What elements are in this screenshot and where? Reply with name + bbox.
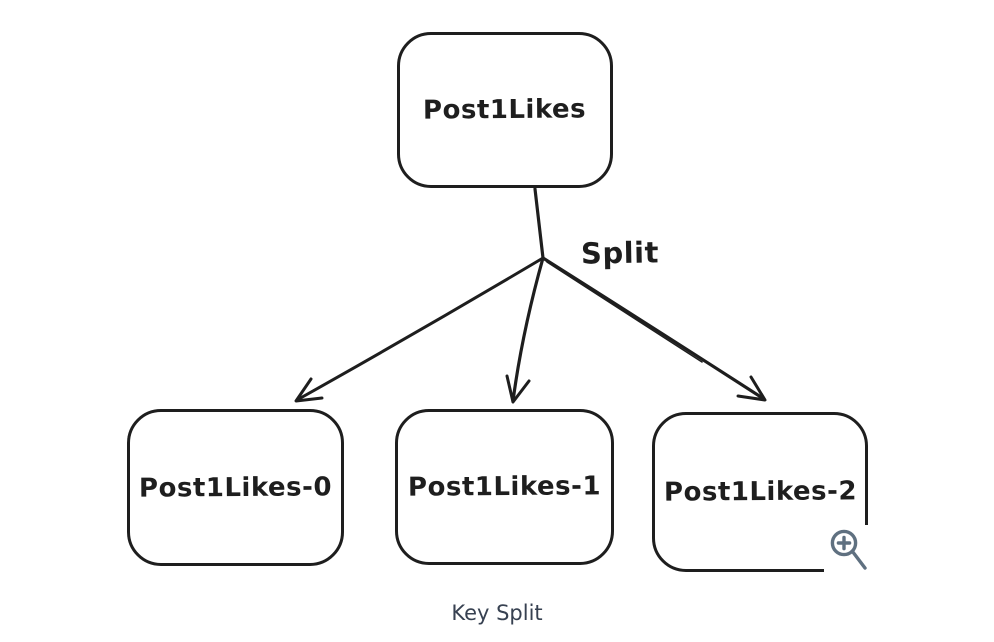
arrowhead-child2 (736, 375, 767, 402)
edge-split-to-child1 (511, 256, 545, 403)
node-child-0: Post1Likes-0 (127, 409, 344, 566)
edge-root-stem (533, 187, 545, 260)
node-root: Post1Likes (397, 32, 613, 188)
zoom-in-icon[interactable] (828, 526, 870, 573)
edge-label-split: Split (580, 235, 660, 271)
diagram-caption: Key Split (451, 601, 543, 625)
node-child-0-label: Post1Likes-0 (138, 471, 333, 504)
arrowhead-child1 (505, 374, 531, 404)
edge-split-to-child2 (541, 256, 766, 401)
node-child-2-label: Post1Likes-2 (663, 476, 857, 508)
arrowhead-child0 (294, 377, 324, 403)
node-child-1: Post1Likes-1 (395, 409, 614, 565)
node-child-1-label: Post1Likes-1 (407, 471, 602, 503)
edge-split-to-child0 (295, 256, 545, 402)
edge-split-to-child2-sketch (546, 261, 703, 363)
node-root-label: Post1Likes (423, 94, 587, 126)
